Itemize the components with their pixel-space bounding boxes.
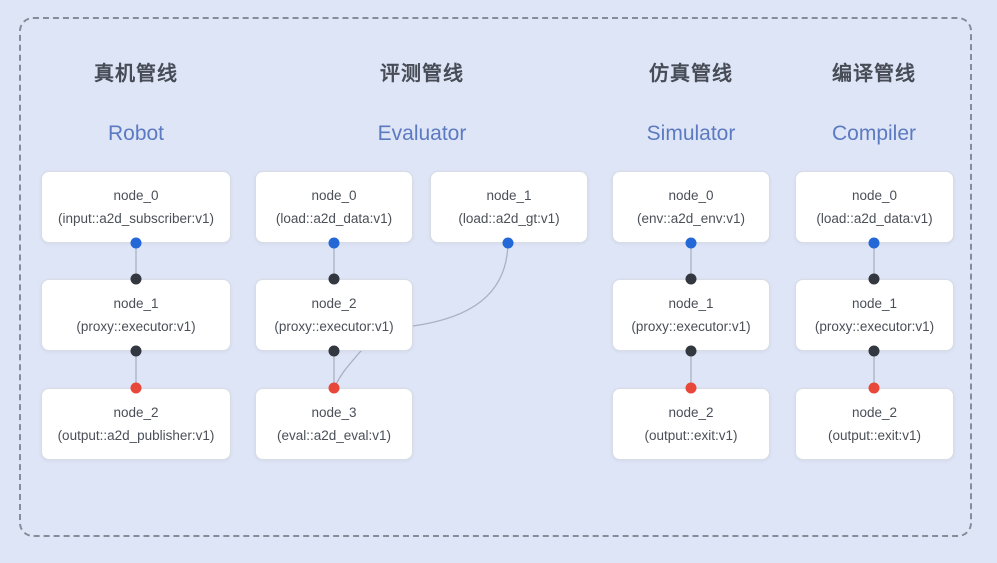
edge-curve [333, 242, 509, 389]
dashed-frame-border [19, 17, 972, 537]
